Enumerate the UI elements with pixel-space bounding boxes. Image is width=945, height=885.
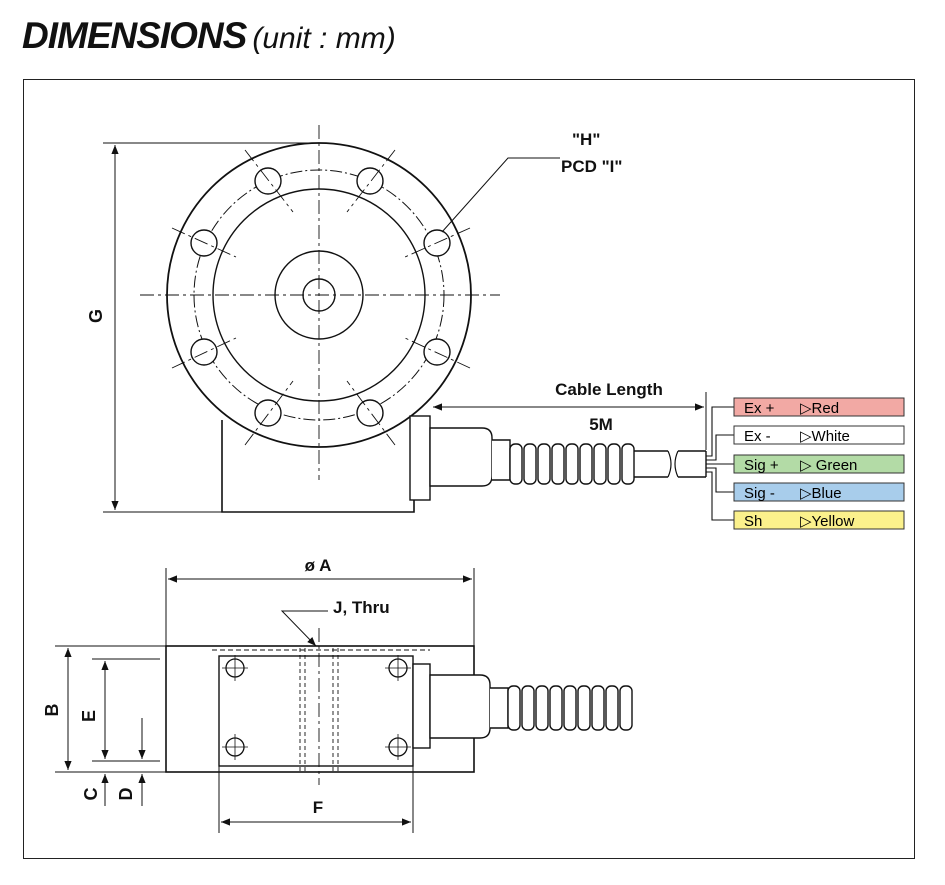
wire-color: ▷ Green	[800, 457, 857, 474]
h-pcd-leader	[441, 157, 560, 233]
label-e: E	[79, 710, 99, 722]
label-f: F	[313, 798, 323, 817]
label-c: C	[81, 788, 101, 801]
label-h: "H"	[572, 130, 600, 149]
wire-row: Ex - ▷White	[733, 425, 905, 445]
side-view	[165, 628, 633, 785]
top-view	[140, 125, 734, 521]
top-cable	[409, 415, 707, 501]
wire-color: ▷White	[800, 428, 850, 445]
side-cable	[412, 663, 633, 749]
dimension-g	[103, 142, 319, 513]
center-lines	[140, 125, 500, 480]
label-pcd: PCD "I"	[561, 157, 622, 176]
wire-row: Sh ▷Yellow	[733, 510, 905, 530]
dimension-a	[165, 568, 475, 646]
wire-swatch-green	[733, 454, 905, 474]
label-b: B	[42, 704, 62, 717]
dimension-f	[218, 766, 414, 833]
label-cable-value: 5M	[589, 415, 613, 434]
wire-swatch-yellow	[733, 510, 905, 530]
dimension-b-e	[55, 645, 166, 806]
wire-row: Sig + ▷ Green	[733, 454, 905, 474]
wire-color: ▷Yellow	[800, 513, 855, 530]
label-a: ø A	[305, 556, 332, 575]
wire-signal: Sh	[744, 513, 762, 530]
wire-swatch-blue	[733, 482, 905, 502]
wire-color: ▷Blue	[800, 485, 842, 502]
wire-swatch-red	[733, 397, 905, 417]
title-main: DIMENSIONS	[22, 15, 247, 56]
wire-row: Ex + ▷Red	[733, 397, 905, 417]
wire-signal: Sig -	[744, 485, 775, 502]
wire-row: Sig - ▷Blue	[733, 482, 905, 502]
label-g: G	[86, 309, 106, 323]
wire-legend: Ex + ▷Red Ex - ▷White Sig + ▷ Green Sig …	[733, 397, 905, 530]
j-leader	[280, 610, 328, 647]
wire-signal: Ex -	[744, 428, 771, 445]
wire-signal: Sig +	[744, 457, 779, 474]
label-j: J, Thru	[333, 598, 390, 617]
cable-length-dim	[433, 392, 707, 450]
drawing-frame	[23, 79, 915, 859]
title-unit: (unit : mm)	[252, 22, 396, 55]
label-d: D	[116, 788, 136, 801]
wire-leads	[706, 406, 734, 521]
wire-signal: Ex +	[744, 400, 775, 417]
wire-swatch-white	[733, 425, 905, 445]
label-cable-length: Cable Length	[555, 380, 663, 399]
page-title: DIMENSIONS(unit : mm)	[22, 6, 396, 66]
wire-color: ▷Red	[800, 400, 839, 417]
